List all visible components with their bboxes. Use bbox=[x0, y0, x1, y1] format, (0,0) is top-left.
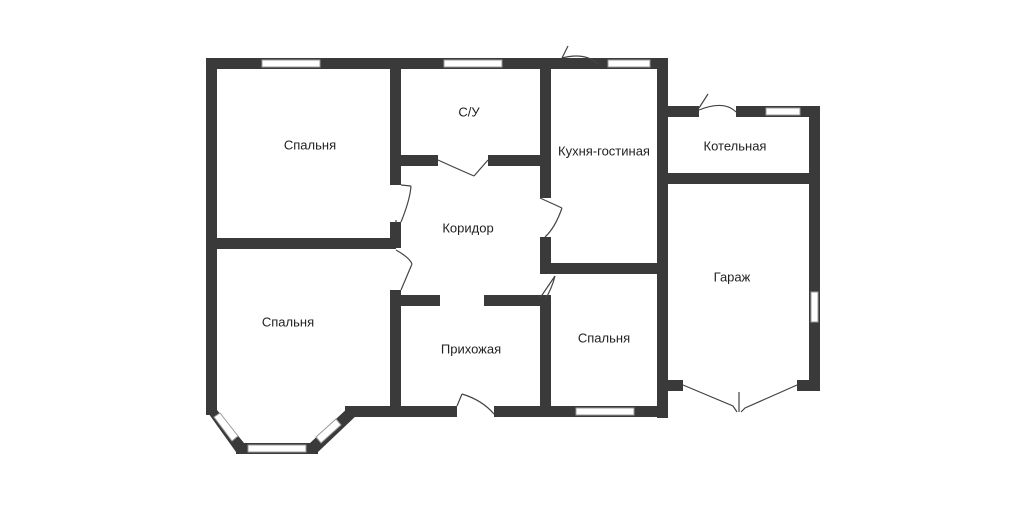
wall-kitchen-left-upper bbox=[540, 58, 551, 198]
wall-kitchen-left-lower bbox=[540, 237, 551, 269]
wall-garage-bottom-right bbox=[797, 380, 820, 391]
wall-garage-right bbox=[809, 173, 820, 391]
wall-top-main bbox=[206, 58, 668, 69]
wall-bathroom-bottom-right bbox=[488, 155, 550, 166]
window-top-left-bedroom bbox=[261, 59, 321, 68]
wall-corridor-left-upper bbox=[390, 58, 401, 185]
wall-hall-top-left bbox=[390, 295, 440, 306]
room-label-bedroom-top-left: Спальня bbox=[284, 137, 336, 152]
window-bay-left-diagonal bbox=[213, 412, 239, 442]
door-middle-bedroom bbox=[539, 275, 556, 301]
wall-left-main bbox=[206, 58, 217, 415]
door-garage-right bbox=[740, 384, 798, 413]
room-label-bedroom-middle: Спальня bbox=[578, 330, 630, 345]
room-label-bathroom: С/У bbox=[458, 104, 480, 119]
door-bathroom bbox=[437, 159, 489, 177]
door-garage-left bbox=[682, 384, 738, 413]
room-label-kitchen-living: Кухня-гостиная bbox=[558, 143, 650, 158]
door-front-entrance bbox=[456, 393, 495, 415]
door-boiler-exterior bbox=[698, 93, 737, 113]
wall-bedroom-middle-left bbox=[540, 300, 551, 417]
wall-corridor-left-middle bbox=[390, 222, 401, 248]
windows bbox=[213, 59, 819, 453]
walls bbox=[206, 58, 820, 454]
wall-boiler-bottom bbox=[657, 173, 820, 184]
wall-bathroom-bottom-left bbox=[390, 155, 438, 166]
room-label-bedroom-bottom-left: Спальня bbox=[262, 314, 314, 329]
door-kitchen-exterior bbox=[561, 45, 599, 65]
door-upper-bedroom bbox=[395, 184, 412, 223]
door-kitchen-corridor bbox=[539, 197, 563, 238]
window-bedroom-middle bbox=[575, 407, 635, 416]
wall-boiler-right bbox=[809, 106, 820, 185]
wall-corridor-left-lower bbox=[390, 290, 401, 417]
wall-right-main bbox=[657, 58, 668, 418]
wall-kitchen-bottom bbox=[540, 263, 668, 274]
window-bathroom bbox=[443, 59, 503, 68]
room-label-entrance-hall: Прихожая bbox=[441, 341, 501, 356]
room-label-corridor: Коридор bbox=[442, 220, 493, 235]
room-label-garage: Гараж bbox=[714, 269, 751, 284]
room-labels: Спальня Спальня С/У Коридор Прихожая Кух… bbox=[262, 104, 767, 356]
window-boiler-room bbox=[765, 107, 801, 116]
wall-garage-bottom-left bbox=[657, 380, 683, 391]
room-label-boiler-room: Котельная bbox=[704, 138, 767, 153]
wall-hall-top-right bbox=[484, 295, 551, 306]
wall-boiler-top-left bbox=[657, 106, 699, 117]
wall-bedroom-divider bbox=[206, 238, 396, 249]
window-bay-right-diagonal bbox=[315, 418, 342, 444]
window-garage bbox=[810, 291, 819, 323]
window-kitchen bbox=[607, 59, 651, 68]
doors bbox=[395, 45, 798, 415]
window-bay bbox=[247, 444, 307, 453]
door-lower-bedroom bbox=[395, 249, 413, 291]
